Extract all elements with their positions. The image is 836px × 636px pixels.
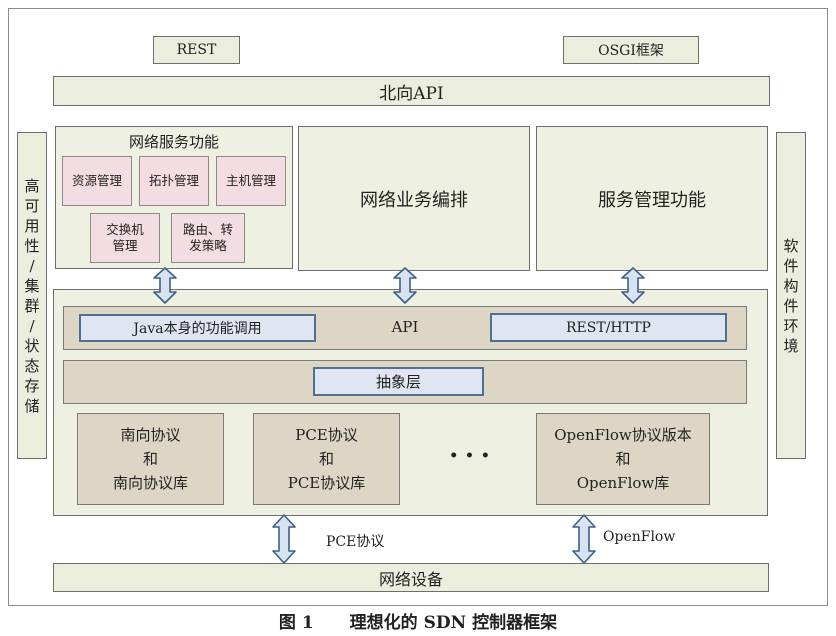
host-management-box: 主机管理: [216, 156, 286, 206]
vertical-char: 境: [783, 336, 799, 355]
double-arrow-icon: [393, 267, 417, 304]
double-arrow-icon: [272, 514, 296, 564]
high-availability-label: 高可用性/集群/状态存储: [24, 176, 39, 416]
figure-number: 图 1: [278, 613, 314, 633]
figure-title: 理想化的 SDN 控制器框架: [349, 613, 558, 633]
double-arrow-icon: [621, 267, 645, 304]
ellipsis: • • •: [449, 448, 491, 464]
network-services-title: 网络服务功能: [128, 133, 219, 151]
openflow-line-3: OpenFlow库: [576, 474, 670, 492]
southbound-line-2: 和: [142, 450, 158, 468]
switch-management-box: 交换机 管理: [90, 213, 160, 263]
vertical-char: 件: [783, 256, 799, 275]
vertical-char: 可: [24, 196, 40, 215]
vertical-char: 存: [24, 376, 40, 395]
vertical-char: /: [29, 316, 35, 335]
pce-line-2: 和: [318, 450, 334, 468]
vertical-char: 构: [783, 276, 799, 295]
pce-link-label: PCE协议: [326, 534, 385, 550]
orchestration-panel: 网络业务编排: [298, 126, 530, 271]
openflow-link-label: OpenFlow: [603, 529, 676, 545]
vertical-char: 软: [783, 236, 799, 255]
vertical-char: 集: [24, 276, 40, 295]
vertical-char: 储: [24, 396, 40, 415]
figure-caption: 图 1 理想化的 SDN 控制器框架: [0, 608, 836, 633]
vertical-char: 环: [783, 316, 799, 335]
openflow-line-2: 和: [615, 450, 631, 468]
pce-line-3: PCE协议库: [287, 474, 366, 492]
diagram-frame: [8, 8, 828, 606]
osgi-framework-label: OSGI框架: [563, 36, 699, 64]
vertical-char: 群: [24, 296, 40, 315]
abstraction-layer-box: 抽象层: [313, 367, 484, 396]
resource-management-box: 资源管理: [62, 156, 132, 206]
rest-label: REST: [153, 36, 240, 64]
vertical-char: 态: [24, 356, 40, 375]
software-component-column: 软件构件环境: [776, 132, 806, 459]
service-management-label: 服务管理功能: [598, 189, 706, 211]
vertical-char: 性: [24, 236, 40, 255]
rest-http-box: REST/HTTP: [490, 313, 727, 342]
northbound-api-bar: 北向API: [53, 76, 770, 106]
vertical-char: 用: [24, 216, 40, 235]
api-label: API: [391, 318, 419, 336]
openflow-line-1: OpenFlow协议版本: [554, 426, 692, 444]
high-availability-column: 高可用性/集群/状态存储: [17, 132, 47, 459]
vertical-char: 件: [783, 296, 799, 315]
vertical-char: 高: [24, 176, 40, 195]
southbound-line-3: 南向协议库: [112, 474, 188, 492]
pce-line-1: PCE协议: [295, 426, 358, 444]
double-arrow-icon: [572, 514, 596, 564]
software-component-label: 软件构件环境: [783, 236, 798, 356]
network-devices-bar: 网络设备: [53, 563, 769, 592]
double-arrow-icon: [153, 267, 177, 304]
java-call-box: Java本身的功能调用: [79, 314, 316, 342]
vertical-char: /: [29, 256, 35, 275]
southbound-line-1: 南向协议: [120, 426, 181, 444]
southbound-protocol-box: 南向协议 和 南向协议库: [77, 413, 224, 505]
pce-protocol-box: PCE协议 和 PCE协议库: [253, 413, 400, 505]
openflow-protocol-box: OpenFlow协议版本 和 OpenFlow库: [536, 413, 710, 505]
vertical-char: 状: [24, 336, 40, 355]
topology-management-box: 拓扑管理: [139, 156, 209, 206]
routing-policy-box: 路由、转 发策略: [171, 213, 245, 263]
orchestration-label: 网络业务编排: [360, 189, 468, 211]
service-management-panel: 服务管理功能: [536, 126, 768, 271]
